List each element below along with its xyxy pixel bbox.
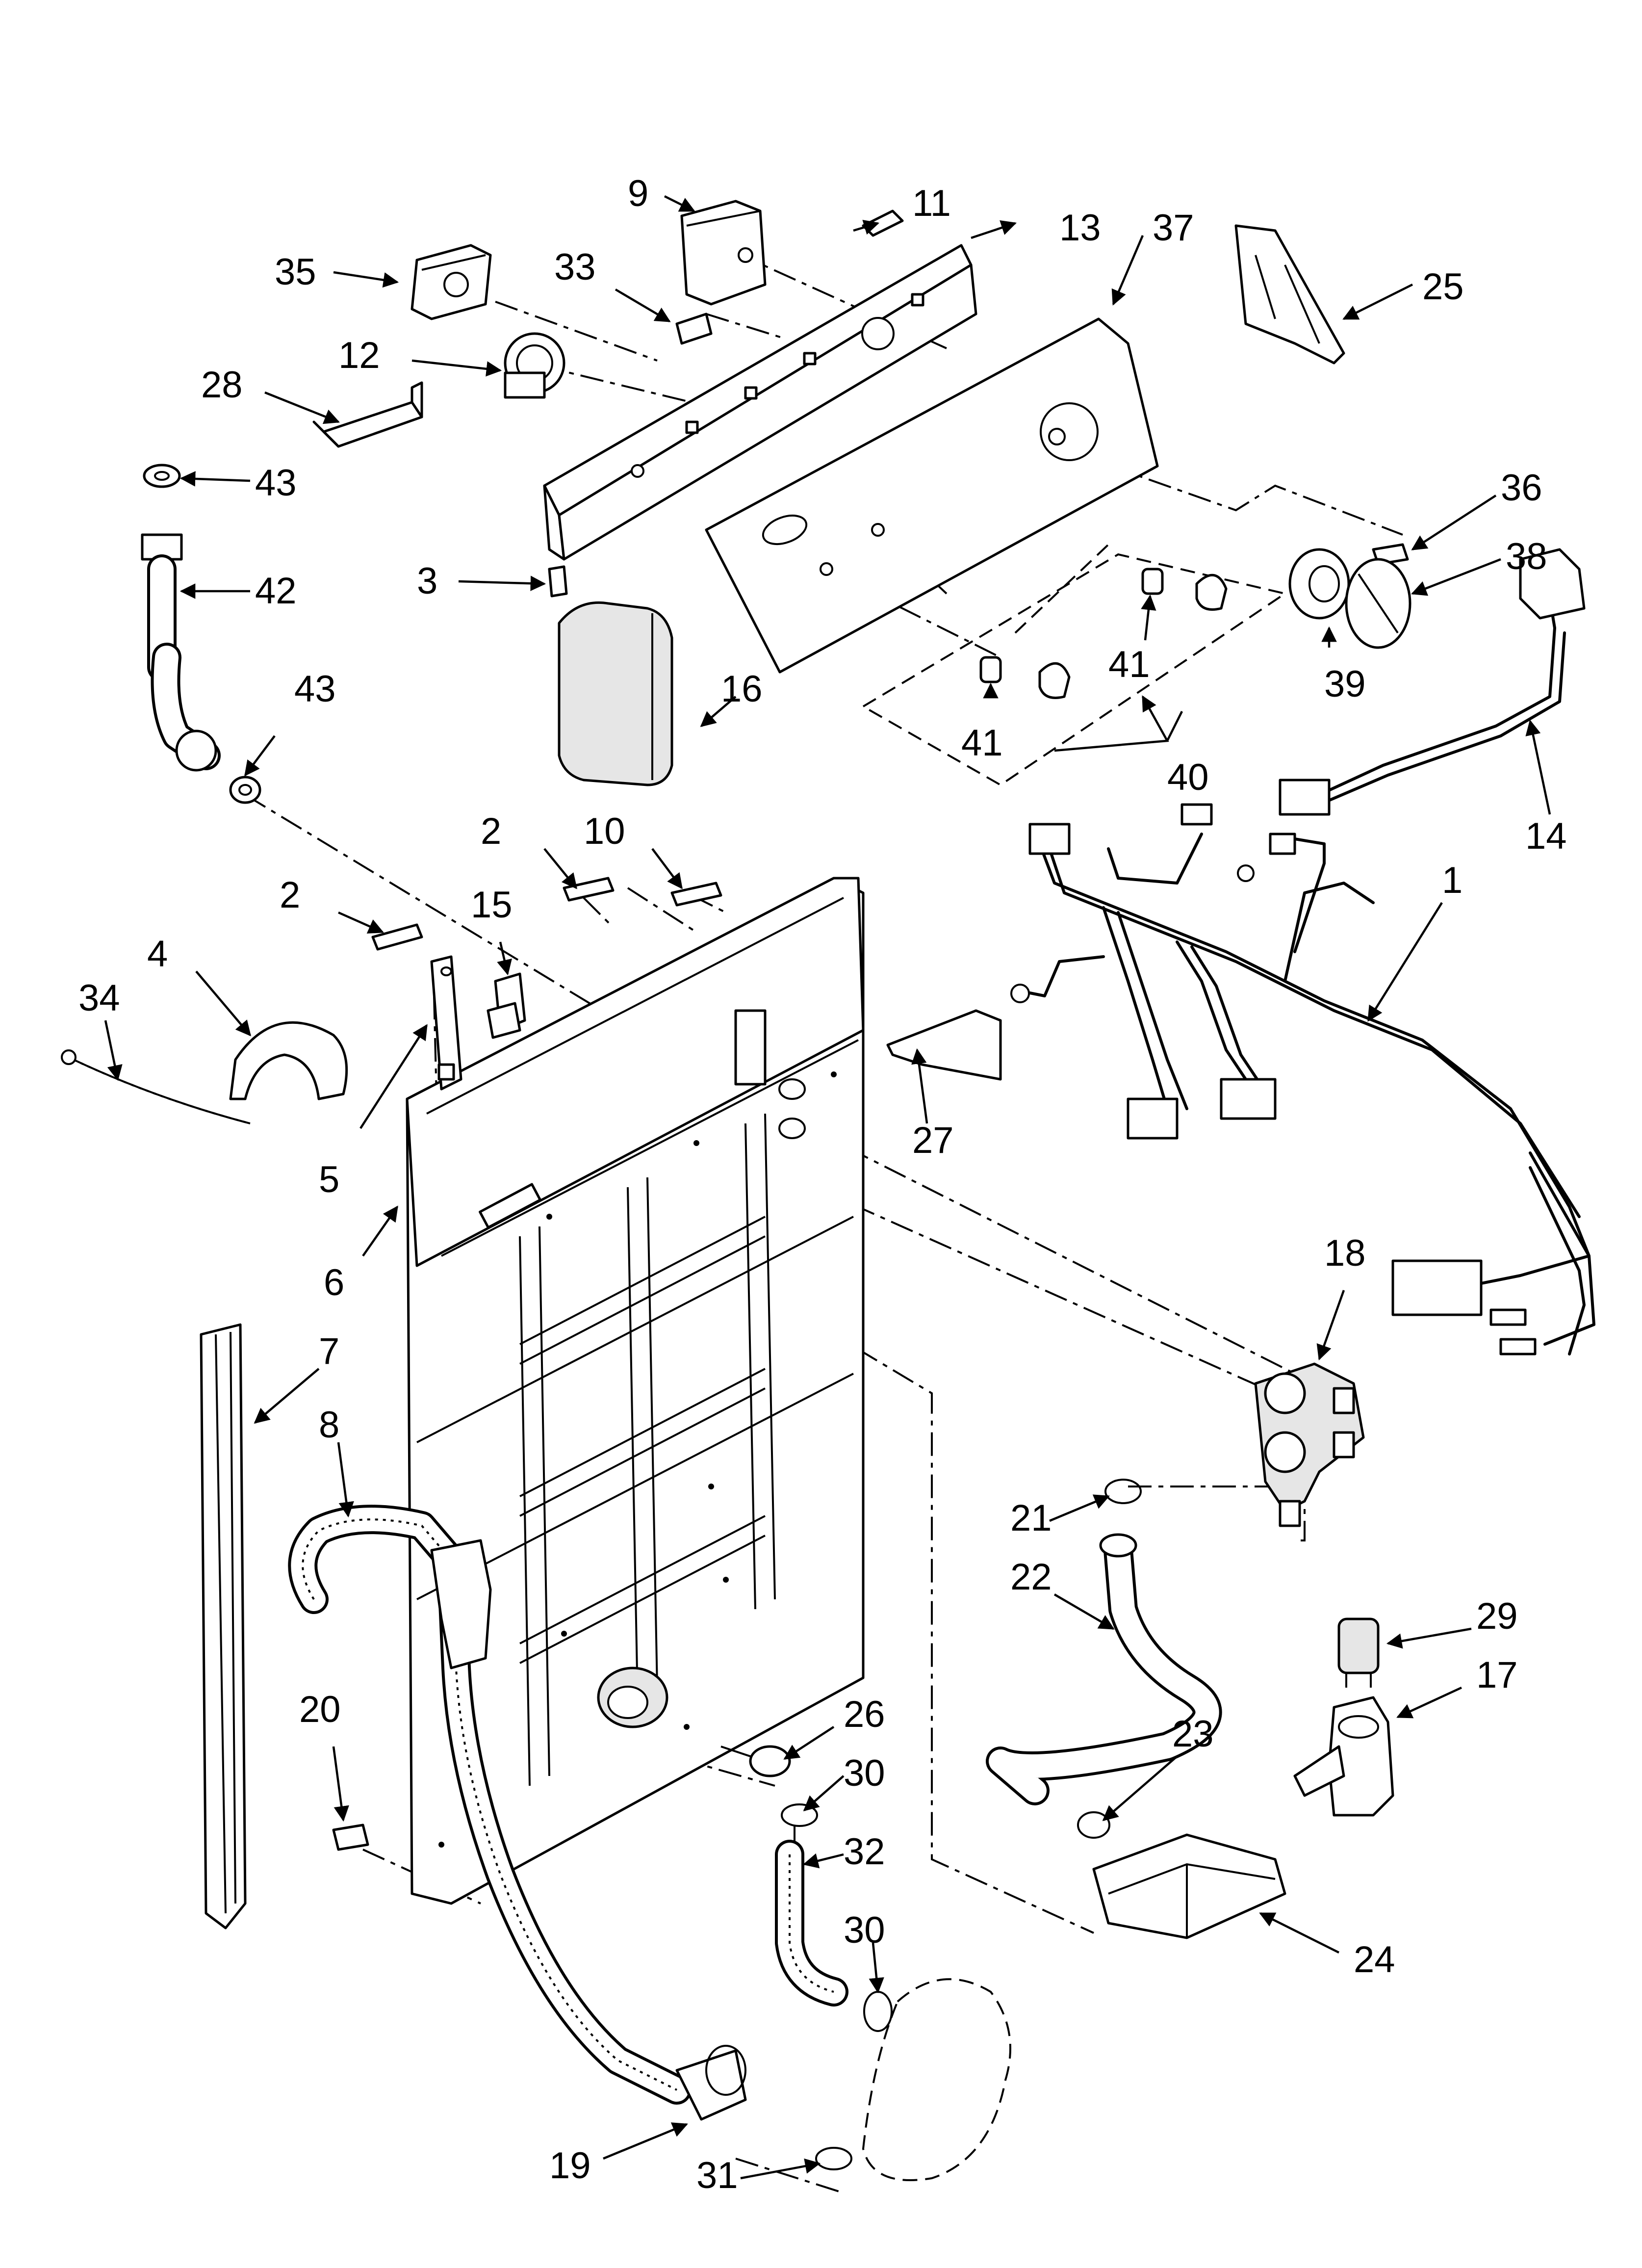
part-30-clamp-b — [863, 1991, 893, 2032]
callout-43: 43 — [255, 462, 297, 504]
screw-3 — [548, 565, 568, 598]
part-19-hose-clamp — [675, 2045, 747, 2121]
part-35-control — [410, 244, 492, 320]
callout-7: 7 — [319, 1330, 339, 1372]
callout-34: 34 — [78, 977, 120, 1019]
callout-32: 32 — [844, 1831, 885, 1873]
callout-39: 39 — [1324, 663, 1366, 705]
callout-43: 43 — [294, 668, 336, 710]
screw-33 — [675, 313, 713, 345]
callout-22: 22 — [1010, 1556, 1052, 1598]
callout-15: 15 — [471, 884, 513, 926]
callout-labels: 1 2 2 3 4 5 6 7 8 9 10 11 12 13 14 15 16… — [78, 173, 1567, 2196]
callout-11: 11 — [912, 182, 951, 224]
callout-19: 19 — [549, 2145, 591, 2187]
callout-8: 8 — [319, 1404, 339, 1446]
part-38-knob — [1345, 558, 1411, 649]
part-6-rear-panel — [406, 877, 865, 1905]
part-29-cap — [1337, 1617, 1380, 1688]
screw-2b — [563, 877, 615, 902]
part-41-knob-a — [1141, 568, 1228, 611]
part-43-washer-top — [143, 464, 181, 488]
callout-1: 1 — [1442, 860, 1462, 901]
screw-10 — [670, 882, 722, 907]
part-34-tie-strap — [61, 1049, 251, 1124]
callout-40: 40 — [1167, 756, 1209, 798]
part-31-clamp — [815, 2147, 852, 2170]
callout-9: 9 — [628, 173, 648, 214]
callout-29: 29 — [1476, 1595, 1518, 1637]
part-16-end-cap — [558, 601, 673, 786]
callout-14: 14 — [1525, 815, 1567, 857]
part-32-hose — [775, 1840, 848, 2007]
part-5-bracket — [430, 955, 462, 1091]
callout-30: 30 — [844, 1909, 885, 1951]
callout-30: 30 — [844, 1752, 885, 1794]
pump-phantom — [862, 1978, 1011, 2181]
callout-37: 37 — [1153, 207, 1194, 249]
part-13-console-bracket — [543, 244, 977, 561]
callout-36: 36 — [1501, 467, 1542, 509]
callout-21: 21 — [1010, 1497, 1052, 1539]
callout-2: 2 — [481, 810, 501, 852]
screw-11 — [862, 209, 904, 237]
part-22-hose — [986, 1533, 1222, 1805]
callout-35: 35 — [275, 251, 316, 293]
part-8-drain-hose — [288, 1505, 692, 2105]
part-41-knob-b — [979, 656, 1071, 699]
callout-42: 42 — [255, 570, 297, 612]
part-1-wire-harness — [1010, 803, 1595, 1356]
part-7-side-trim — [200, 1323, 247, 1929]
callout-16: 16 — [721, 668, 763, 710]
callout-25: 25 — [1422, 266, 1464, 308]
part-27-bracket — [886, 1009, 1002, 1081]
callout-4: 4 — [147, 933, 168, 975]
callout-17: 17 — [1476, 1654, 1518, 1696]
callout-3: 3 — [417, 560, 437, 602]
callout-6: 6 — [324, 1262, 344, 1303]
part-30-clamp-a — [781, 1803, 818, 1827]
part-26-plug — [720, 1745, 791, 1777]
knob-subassembly-box — [861, 544, 1287, 786]
callout-18: 18 — [1324, 1232, 1366, 1274]
callout-5: 5 — [319, 1159, 339, 1200]
part-42-inlet-hose — [141, 533, 221, 772]
part-28-clip — [312, 381, 423, 448]
callout-10: 10 — [584, 810, 625, 852]
callout-13: 13 — [1059, 207, 1101, 249]
callout-23: 23 — [1172, 1713, 1214, 1755]
callout-26: 26 — [844, 1694, 885, 1735]
part-25-bracket — [1234, 224, 1345, 365]
callout-12: 12 — [338, 335, 380, 376]
leader-lines — [104, 195, 1551, 2180]
callout-2: 2 — [280, 874, 300, 916]
callout-27: 27 — [912, 1120, 954, 1161]
part-39-knob-base — [1288, 548, 1350, 620]
part-9-switch — [680, 200, 767, 306]
callout-20: 20 — [299, 1689, 341, 1730]
part-14-power-cord — [1279, 548, 1586, 816]
part-17-valve — [1293, 1696, 1394, 1817]
screw-20 — [332, 1824, 369, 1851]
part-18-inlet-valve — [1254, 1362, 1365, 1527]
callout-24: 24 — [1354, 1939, 1395, 1981]
part-15-clip — [487, 972, 526, 1039]
part-12-pressure-switch — [504, 332, 565, 399]
callout-41: 41 — [1108, 644, 1150, 685]
part-37-console — [705, 317, 1159, 674]
part-43-washer-bottom — [229, 776, 261, 804]
callout-31: 31 — [696, 2155, 738, 2196]
part-24-dispenser — [1092, 1833, 1286, 1939]
part-23-clamp — [1077, 1811, 1110, 1839]
part-21-clamp — [1104, 1479, 1142, 1504]
callout-33: 33 — [554, 246, 596, 288]
part-4-hose-guide — [229, 1021, 348, 1100]
callout-38: 38 — [1506, 536, 1547, 577]
callout-28: 28 — [201, 364, 243, 406]
screw-2a — [371, 923, 423, 951]
callout-41: 41 — [961, 722, 1003, 764]
